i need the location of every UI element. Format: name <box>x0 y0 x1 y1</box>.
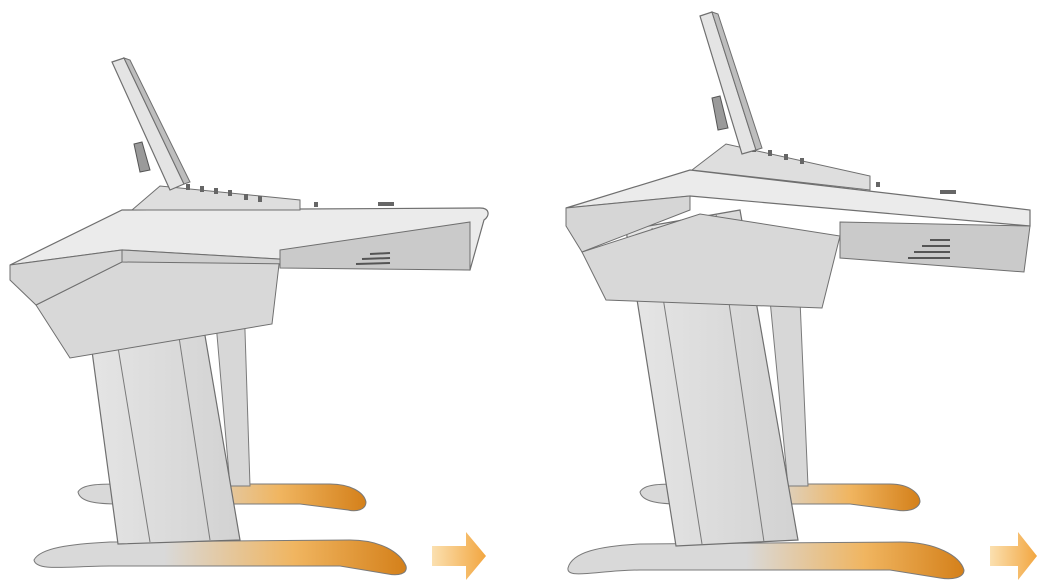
front-foot <box>34 540 406 575</box>
monitor <box>700 12 756 154</box>
arrow-right-icon <box>990 532 1037 580</box>
desk-stage-extended <box>566 12 1030 579</box>
desk-stage-retracted <box>10 58 488 575</box>
arrow-right-icon <box>432 532 486 580</box>
front-foot <box>568 542 964 579</box>
monitor-mount <box>134 142 150 172</box>
